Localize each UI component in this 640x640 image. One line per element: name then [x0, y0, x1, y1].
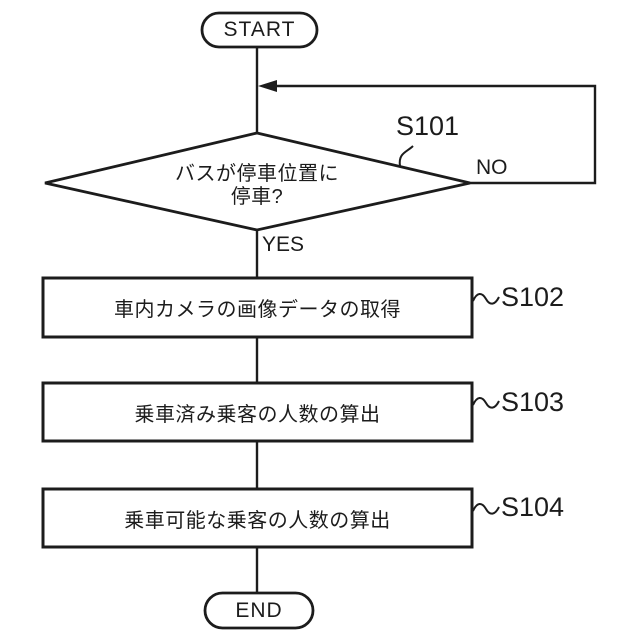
- decision-text-line2: 停車?: [230, 186, 284, 208]
- process-box-s102-shape: [41, 276, 474, 339]
- end-label: END: [235, 598, 283, 622]
- start-terminator-shape: [200, 11, 319, 49]
- decision-text-line1: バスが停車位置に: [175, 163, 339, 185]
- process-s102-text: 車内カメラの画像データの取得: [114, 299, 401, 321]
- decision-diamond-shape: [44, 131, 471, 232]
- leader-squiggle-s104: [472, 503, 500, 515]
- step-label-s104: S104: [501, 492, 565, 522]
- step-label-s101: S101: [396, 111, 460, 141]
- start-label: START: [223, 18, 296, 41]
- step-label-s102: S102: [501, 282, 565, 312]
- leader-squiggle-s102: [472, 293, 500, 305]
- leader-line-s101: [398, 145, 414, 167]
- connector-no-loop: [277, 84, 597, 185]
- leader-squiggle-s103: [472, 397, 500, 409]
- step-label-s103: S103: [501, 387, 565, 417]
- process-box-s104-shape: [41, 487, 474, 549]
- process-s103-text: 乗車済み乗客の人数の算出: [134, 403, 381, 426]
- process-s104-text: 乗車可能な乗客の人数の算出: [124, 509, 391, 532]
- no-branch-label: NO: [476, 156, 508, 179]
- yes-branch-label: YES: [262, 233, 305, 256]
- end-terminator-shape: [203, 591, 315, 630]
- decision-text: バスが停車位置に 停車?: [107, 163, 407, 209]
- process-box-s103-shape: [41, 381, 474, 443]
- arrowhead-no-loop: [258, 80, 277, 92]
